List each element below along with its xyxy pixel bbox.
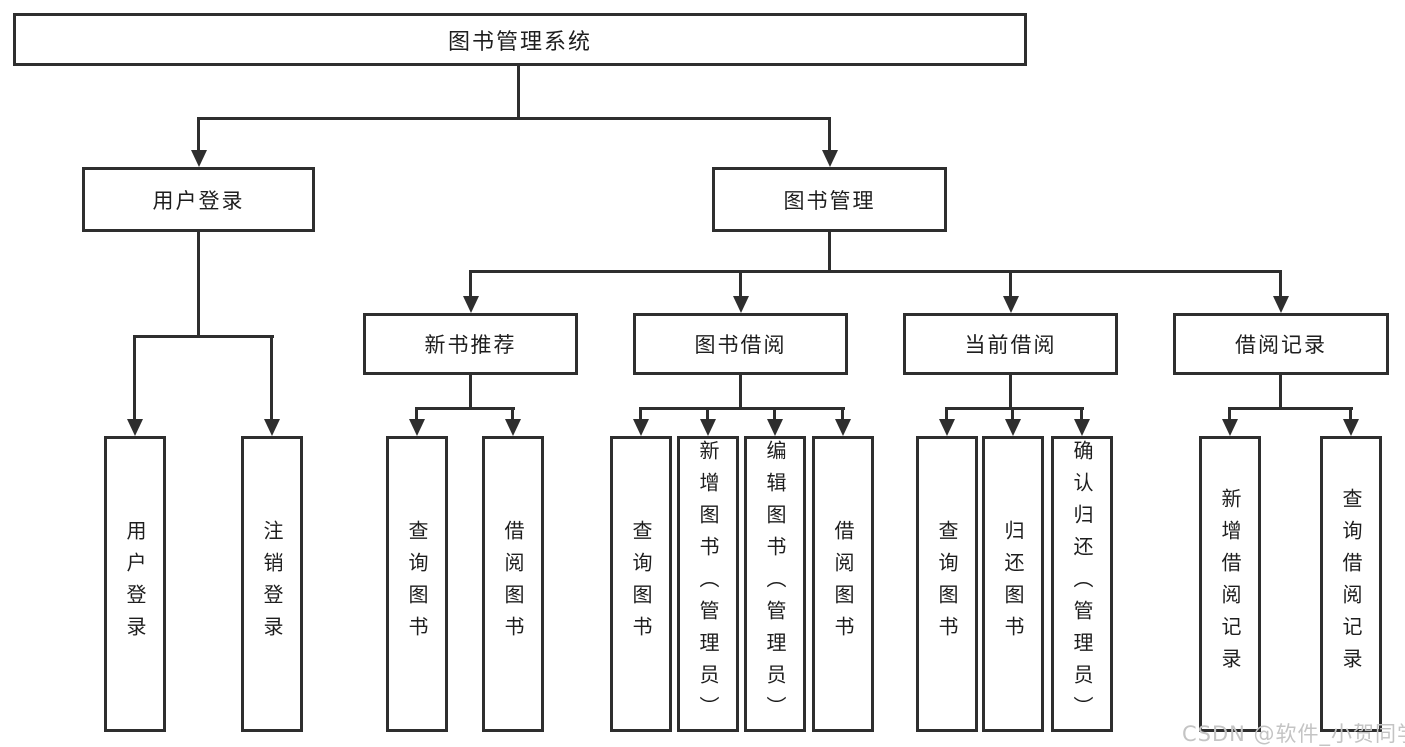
node-label: 新书推荐 (424, 333, 517, 357)
connector-bar (133, 335, 274, 338)
node-leaf-add-borrow-record: 新增借阅记录 (1199, 436, 1261, 732)
connector-arrow (133, 338, 136, 419)
node-user-login: 用户登录 (82, 167, 315, 232)
connector-arrow (841, 410, 844, 419)
connector-arrow (739, 273, 742, 296)
connector-arrow (706, 410, 709, 419)
node-leaf-query-borrow-record: 查询借阅记录 (1320, 436, 1382, 732)
node-borrowing-records: 借阅记录 (1173, 313, 1389, 375)
connector-bar (415, 407, 515, 410)
connector-arrow (1080, 410, 1083, 419)
node-book-borrowing: 图书借阅 (633, 313, 848, 375)
connector-line (828, 232, 831, 273)
node-label: 图书管理 (783, 188, 876, 213)
connector-arrow (1009, 273, 1012, 296)
node-new-book-recommendation: 新书推荐 (363, 313, 578, 375)
connector-bar (639, 407, 845, 410)
connector-line (1279, 375, 1282, 410)
connector-arrow (945, 410, 948, 419)
connector-arrow (415, 410, 418, 419)
csdn-watermark: CSDN @软件_小贺同学 (1182, 722, 1405, 746)
connector-arrow (1279, 273, 1282, 296)
node-label: 编辑图书（管理员） (763, 440, 787, 728)
connector-arrow (511, 410, 514, 419)
node-leaf-user-login: 用户登录 (104, 436, 166, 732)
node-label: 查询图书 (405, 520, 429, 648)
node-label: 借阅记录 (1235, 333, 1327, 357)
node-label: 新增图书（管理员） (696, 440, 720, 728)
connector-line (469, 375, 472, 410)
connector-arrow (1011, 410, 1014, 419)
connector-bar (197, 117, 831, 120)
connector-arrow (1349, 410, 1352, 419)
node-leaf-query-books-current: 查询图书 (916, 436, 978, 732)
node-label: 当前借阅 (964, 333, 1057, 357)
node-library-management-system: 图书管理系统 (13, 13, 1027, 66)
connector-line (739, 375, 742, 410)
node-leaf-borrow-books-borrowing: 借阅图书 (812, 436, 874, 732)
connector-bar (945, 407, 1084, 410)
node-leaf-add-books-admin: 新增图书（管理员） (677, 436, 739, 732)
node-leaf-edit-books-admin: 编辑图书（管理员） (744, 436, 806, 732)
node-leaf-confirm-return-admin: 确认归还（管理员） (1051, 436, 1113, 732)
node-label: 借阅图书 (831, 520, 855, 648)
node-label: 借阅图书 (501, 520, 525, 648)
node-label: 图书借阅 (694, 333, 787, 357)
node-label: 注销登录 (260, 520, 284, 648)
connector-arrow (197, 120, 200, 150)
node-label: 归还图书 (1001, 520, 1025, 648)
connector-arrow (1228, 410, 1231, 419)
node-label: 查询图书 (629, 520, 653, 648)
node-label: 确认归还（管理员） (1070, 440, 1094, 728)
node-leaf-borrow-books-recommend: 借阅图书 (482, 436, 544, 732)
connector-line (517, 66, 520, 120)
node-label: 查询图书 (935, 520, 959, 648)
node-label: 查询借阅记录 (1339, 488, 1363, 680)
node-current-borrowing: 当前借阅 (903, 313, 1118, 375)
connector-arrow (469, 273, 472, 296)
node-label: 新增借阅记录 (1218, 488, 1242, 680)
node-leaf-logout: 注销登录 (241, 436, 303, 732)
node-label: 用户登录 (123, 520, 147, 648)
connector-arrow (828, 120, 831, 150)
connector-line (197, 232, 200, 338)
node-book-management: 图书管理 (712, 167, 947, 232)
connector-arrow (773, 410, 776, 419)
node-label: 用户登录 (152, 188, 245, 213)
node-leaf-query-books-borrowing: 查询图书 (610, 436, 672, 732)
connector-bar (1228, 407, 1353, 410)
connector-arrow (270, 338, 273, 419)
node-label: 图书管理系统 (447, 29, 592, 55)
connector-arrow (639, 410, 642, 419)
node-leaf-return-books: 归还图书 (982, 436, 1044, 732)
connector-bar (469, 270, 1282, 273)
node-leaf-query-books-recommend: 查询图书 (386, 436, 448, 732)
connector-line (1009, 375, 1012, 410)
